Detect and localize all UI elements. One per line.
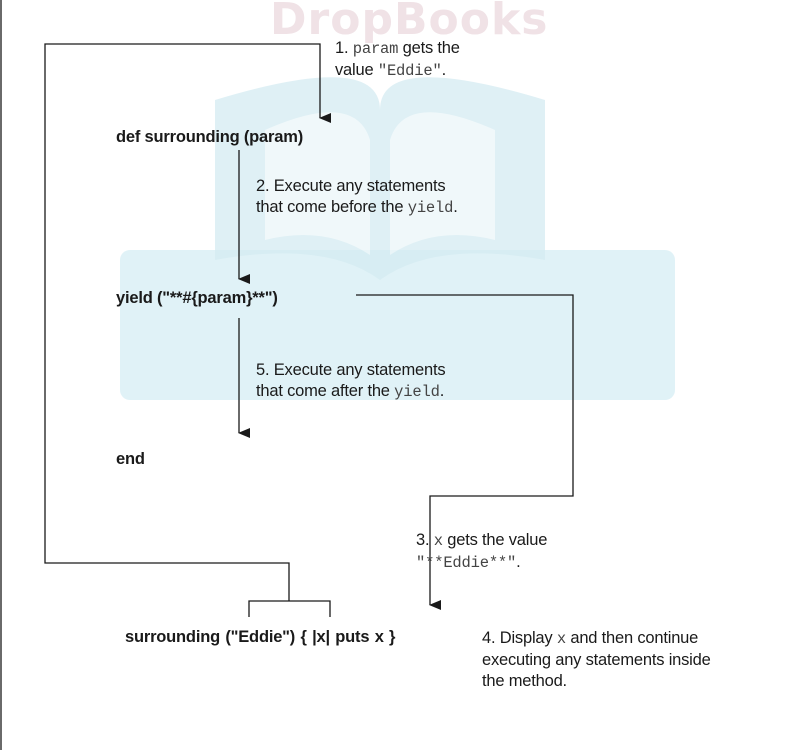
step3-line1: 3. x gets the value	[416, 531, 548, 550]
code-param: param	[352, 40, 399, 58]
step4-line3: the method.	[482, 672, 567, 690]
step2-note: 2. Execute any statements that come befo…	[256, 176, 458, 219]
watermark-text: DropBooks	[270, 0, 549, 45]
step4-note: 4. Display x and then continue executing…	[482, 628, 711, 692]
param-flow-arrow	[44, 43, 331, 601]
step2-line1: 2. Execute any statements	[256, 177, 446, 195]
yield-value-arrow	[356, 294, 574, 610]
step1-line1: 1. param gets the	[335, 39, 460, 58]
code-x: x	[556, 630, 566, 648]
def-line: def surrounding (param)	[116, 128, 303, 146]
end-line: end	[116, 450, 145, 468]
step5-line2: that come after the yield.	[256, 382, 445, 401]
step3-line2: "**Eddie**".	[416, 553, 521, 572]
step1-note: 1. param gets the value "Eddie".	[335, 38, 460, 82]
step1-line2: value "Eddie".	[335, 61, 446, 80]
code-yield: yield	[394, 383, 440, 401]
step2-line2: that come before the yield.	[256, 198, 458, 217]
step4-line2: executing any statements inside	[482, 651, 711, 669]
step5-note: 5. Execute any statements that come afte…	[256, 360, 446, 403]
code-yield: yield	[407, 199, 454, 217]
code-eddie: "Eddie"	[377, 62, 442, 80]
call-line: surrounding ("Eddie") { |x| puts x }	[125, 628, 396, 646]
step4-line1: 4. Display x and then continue	[482, 629, 699, 648]
watermark-book-icon	[215, 77, 545, 280]
yield-line: yield ("**#{param}**")	[116, 289, 278, 307]
step3-note: 3. x gets the value "**Eddie**".	[416, 530, 547, 574]
code-x: x	[433, 532, 443, 550]
argument-bracket	[248, 600, 331, 617]
code-eddie: Eddie	[443, 554, 489, 572]
watermark-band	[120, 250, 675, 400]
step5-line1: 5. Execute any statements	[256, 361, 446, 379]
